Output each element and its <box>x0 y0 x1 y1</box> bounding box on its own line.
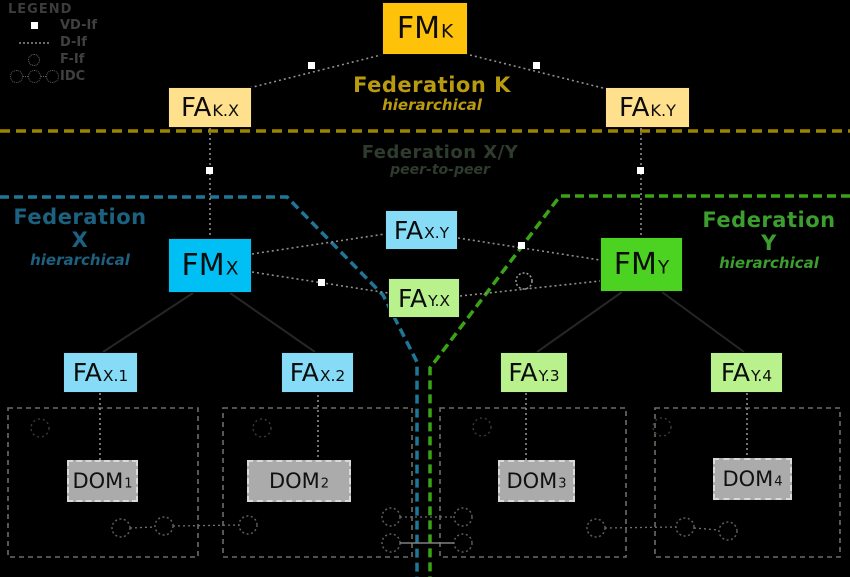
region-1-glyph-icon <box>30 418 50 438</box>
domain-region-2 <box>222 407 413 558</box>
link-fmk-fakx <box>244 54 382 90</box>
legend-item-idc: IDC <box>8 68 97 85</box>
idc-link-2 <box>172 524 240 527</box>
legend-item-vdif: VD-If <box>8 17 97 34</box>
region-3-glyph-icon <box>472 417 492 437</box>
dotted-circle-icon <box>28 53 40 66</box>
link-faxy-fmy <box>457 237 601 261</box>
idc-circle-dom1-a <box>111 518 131 538</box>
idc-link-4 <box>604 526 677 529</box>
vd-if-marker-6 <box>518 242 525 249</box>
idc-circle-dom4-a <box>675 517 695 537</box>
idc-circle-dom1-b <box>154 516 174 536</box>
vd-if-markers <box>206 62 644 286</box>
region-4-glyph-icon <box>652 417 672 437</box>
idc-link-1 <box>129 526 156 529</box>
idc-endpoints <box>111 507 738 553</box>
link-fmx-fax1 <box>102 292 194 353</box>
vd-if-marker-5 <box>318 279 325 286</box>
dotted-interface-links <box>99 54 748 460</box>
fm-fa-solid-links <box>102 291 745 353</box>
link-fmy-fay3 <box>536 291 623 353</box>
federation-x-label: Federation X hierarchical <box>13 205 147 270</box>
legend-title: LEGEND <box>8 2 73 17</box>
idc-circle-dom2-c <box>381 533 401 553</box>
idc-circle-dom3-b <box>453 533 473 553</box>
idc-circle-dom2-b <box>381 507 401 527</box>
legend-label-dif: D-If <box>60 35 87 50</box>
domain-region-1 <box>7 407 199 558</box>
link-fmx-faxy <box>251 233 386 255</box>
legend-label-idc: IDC <box>60 69 86 84</box>
legend-item-dif: D-If <box>8 34 97 51</box>
link-fayx-fmy <box>459 280 601 297</box>
idc-circle-dom2-a <box>238 515 258 535</box>
federation-y-boundary-line <box>428 194 850 577</box>
idc-circle-dom3-c <box>586 518 606 538</box>
federation-k-label: Federation K hierarchical <box>353 73 511 115</box>
vd-if-marker-4 <box>637 167 644 174</box>
legend: LEGEND VD-If D-If F-If IDC <box>8 2 97 85</box>
region-2-glyph-icon <box>252 418 272 438</box>
region-corner-glyphs <box>30 417 672 438</box>
vd-if-marker-1 <box>308 62 315 69</box>
f-if-marker <box>515 272 533 290</box>
white-square-icon <box>30 22 38 29</box>
circle-chain-icon <box>9 70 59 83</box>
link-fmk-faky <box>469 54 608 90</box>
vd-if-marker-2 <box>533 62 540 69</box>
legend-item-fif: F-If <box>8 51 97 68</box>
legend-label-fif: F-If <box>60 52 85 67</box>
dotted-line-icon <box>19 41 49 44</box>
federation-y-label: Federation Y hierarchical <box>702 208 836 273</box>
idc-circle-dom3-a <box>453 507 473 527</box>
idc-circle-dom4-b <box>718 521 738 541</box>
idc-link-5 <box>693 527 720 531</box>
legend-label-vdif: VD-If <box>60 18 97 33</box>
idc-links <box>129 516 720 531</box>
link-fmy-fay4 <box>661 291 745 353</box>
link-fmx-fax2 <box>229 292 316 353</box>
domain-region-3 <box>439 407 627 558</box>
vd-if-marker-3 <box>206 167 213 174</box>
federation-xy-label: Federation X/Y peer-to-peer <box>361 142 519 178</box>
federation-x-boundary-line <box>0 195 419 577</box>
